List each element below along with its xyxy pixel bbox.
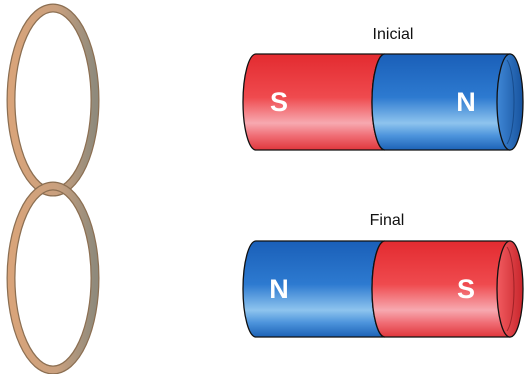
conducting-ring: [6, 3, 100, 197]
magnet-left-section: [242, 240, 386, 338]
bar-magnet-initial: S N: [242, 53, 524, 151]
pole-label-right: S: [457, 274, 475, 304]
pole-label-left: N: [269, 274, 289, 304]
pole-label-left: S: [270, 87, 288, 117]
panel-final: Final N S: [6, 181, 524, 374]
caption-final: Final: [370, 212, 405, 229]
pole-label-right: N: [456, 87, 476, 117]
magnet-right-section: [371, 53, 511, 151]
caption-initial: Inicial: [373, 26, 414, 43]
magnet-left-section: [242, 53, 386, 151]
bar-magnet-final: N S: [242, 240, 524, 338]
panel-initial: Inicial S N: [6, 3, 524, 197]
magnet-end-cap: [496, 53, 524, 151]
conducting-ring: [6, 181, 100, 374]
magnet-end-cap: [496, 240, 524, 338]
magnet-right-section: [371, 240, 511, 338]
